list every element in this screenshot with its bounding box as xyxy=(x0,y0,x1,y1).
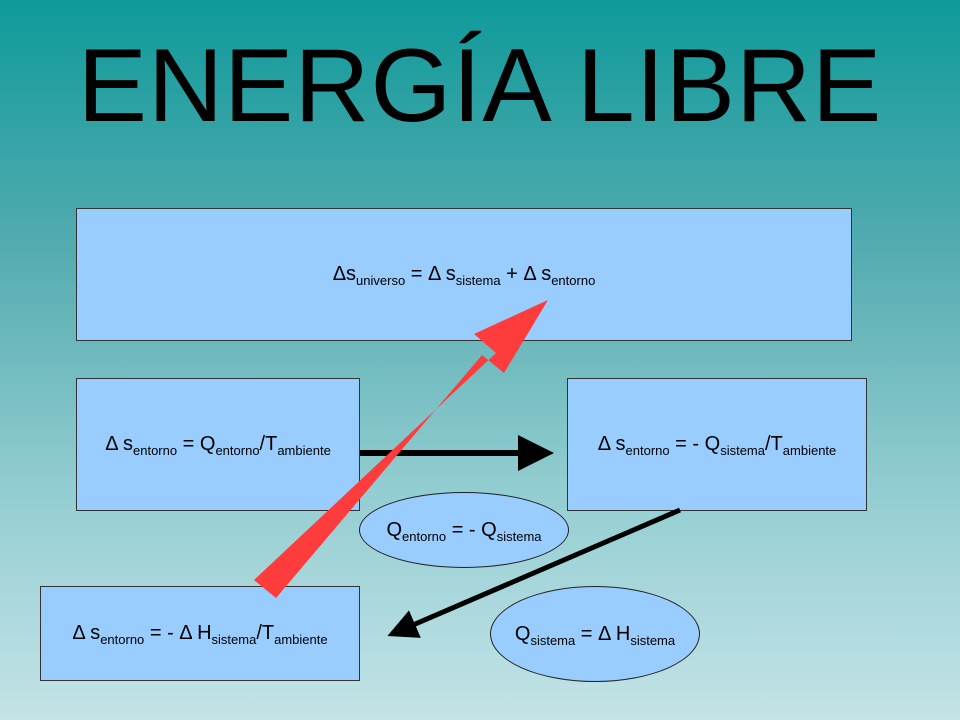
entropy-universe-formula: Δsuniverso = Δ ssistema + Δ sentorno xyxy=(332,263,596,288)
diagonal-black-arrow xyxy=(387,507,681,638)
entropy-universe-box: Δsuniverso = Δ ssistema + Δ sentorno xyxy=(76,208,852,341)
heat-relation-oval: Qentorno = - Qsistema xyxy=(359,492,569,568)
entropy-surroundings-heat-box: Δ sentorno = Qentorno/Tambiente xyxy=(76,378,360,511)
heat-relation-formula: Qentorno = - Qsistema xyxy=(386,518,542,544)
entropy-surroundings-enthalpy-formula: Δ sentorno = - Δ Hsistema/Tambiente xyxy=(72,622,328,647)
enthalpy-relation-oval: Qsistema = Δ Hsistema xyxy=(490,586,700,682)
entropy-surroundings-system-heat-box: Δ sentorno = - Qsistema/Tambiente xyxy=(567,378,867,511)
enthalpy-relation-formula: Qsistema = Δ Hsistema xyxy=(514,622,676,648)
slide-title: ENERGÍA LIBRE xyxy=(77,28,883,144)
entropy-surroundings-enthalpy-box: Δ sentorno = - Δ Hsistema/Tambiente xyxy=(40,586,360,681)
red-arrow xyxy=(254,300,548,598)
entropy-surroundings-system-heat-formula: Δ sentorno = - Qsistema/Tambiente xyxy=(597,433,837,458)
entropy-surroundings-heat-formula: Δ sentorno = Qentorno/Tambiente xyxy=(105,433,331,458)
